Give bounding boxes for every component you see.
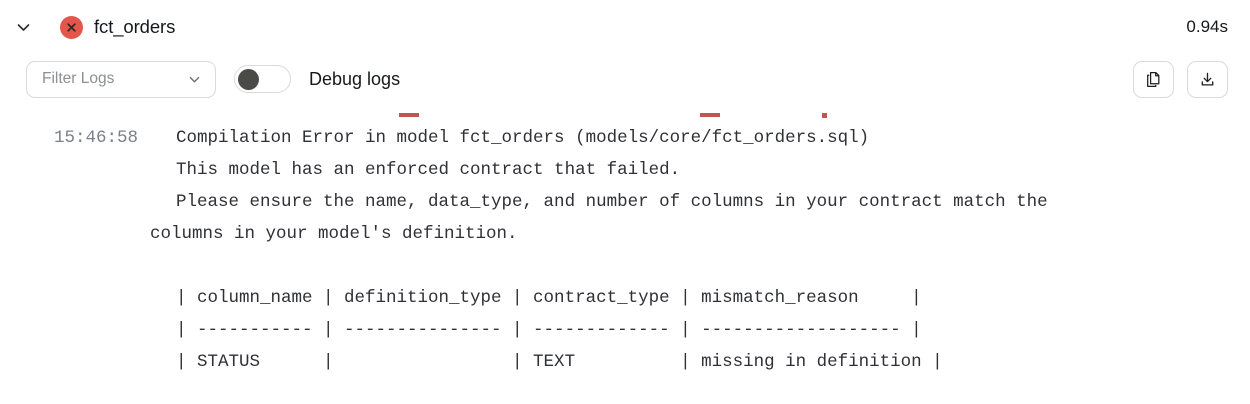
log-blank-line [0, 250, 1250, 282]
log-message: Please ensure the name, data_type, and n… [176, 192, 1048, 212]
run-duration: 0.94s [1186, 17, 1228, 36]
log-line: | ----------- | --------------- | ------… [0, 314, 1250, 346]
log-line: Please ensure the name, data_type, and n… [0, 186, 1250, 218]
log-table-header-row: | column_name | definition_type | contra… [176, 288, 922, 308]
log-table-data-row: | STATUS | | TEXT | missing in definitio… [176, 352, 943, 372]
clipped-text-fragment [399, 113, 419, 117]
clipped-text-fragment [700, 113, 720, 117]
log-output[interactable]: 15:46:58 Compilation Error in model fct_… [0, 104, 1250, 404]
log-toolbar: Filter Logs Debug logs [0, 54, 1250, 104]
log-message-wrapped: columns in your model's definition. [150, 224, 518, 244]
collapse-toggle-button[interactable] [8, 12, 38, 42]
log-line: This model has an enforced contract that… [0, 154, 1250, 186]
log-table-separator-row: | ----------- | --------------- | ------… [176, 320, 922, 340]
log-line: | STATUS | | TEXT | missing in definitio… [0, 346, 1250, 378]
download-logs-button[interactable] [1187, 60, 1228, 98]
toggle-knob [238, 68, 259, 90]
clipped-previous-log-line [0, 104, 1250, 122]
chevron-down-icon [15, 19, 32, 36]
clipped-text-fragment [822, 113, 827, 118]
debug-logs-toggle[interactable] [234, 65, 291, 93]
log-message: This model has an enforced contract that… [176, 160, 681, 180]
filter-logs-placeholder: Filter Logs [42, 70, 115, 87]
log-message: Compilation Error in model fct_orders (m… [176, 128, 870, 148]
filter-logs-select[interactable]: Filter Logs [26, 60, 216, 98]
log-line: columns in your model's definition. [0, 218, 1250, 250]
log-timestamp: 15:46:58 [53, 128, 138, 148]
chevron-down-icon [187, 72, 202, 87]
node-header: fct_orders 0.94s [0, 0, 1250, 54]
error-circle-x-icon [60, 15, 83, 39]
copy-logs-button[interactable] [1133, 60, 1174, 98]
copy-icon [1144, 70, 1163, 89]
download-icon [1198, 70, 1217, 89]
log-line: 15:46:58 Compilation Error in model fct_… [0, 122, 1250, 154]
debug-logs-label: Debug logs [309, 68, 401, 89]
log-line: | column_name | definition_type | contra… [0, 282, 1250, 314]
page-title: fct_orders [94, 16, 176, 37]
